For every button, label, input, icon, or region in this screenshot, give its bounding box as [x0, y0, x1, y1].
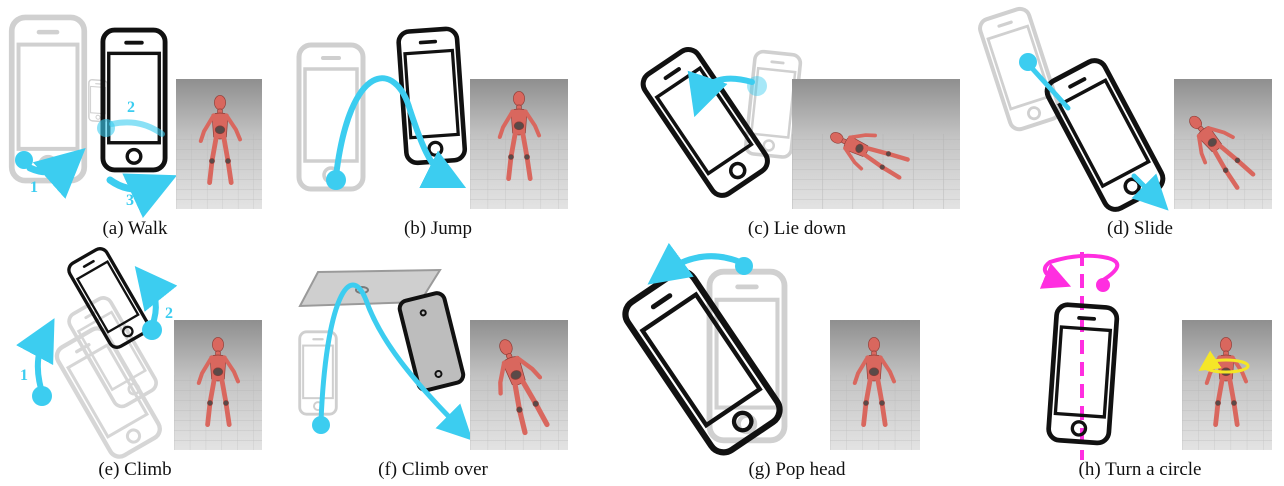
gesture-arrow-icon	[647, 242, 743, 285]
panel-walk: 1 2 3	[12, 17, 262, 218]
caption-lie-down: (c) Lie down	[747, 218, 847, 239]
touch-point	[312, 416, 330, 434]
caption-climb-over: (f) Climb over	[378, 459, 488, 480]
gesture-arrow-icon	[1027, 63, 1071, 111]
step-label-3: 3	[126, 192, 134, 209]
smartphone-icon	[620, 266, 786, 458]
step-label-1: 1	[20, 367, 28, 384]
caption-turn-a-circle: (h) Turn a circle	[1078, 459, 1202, 480]
gesture-arrow-icon	[16, 318, 55, 395]
smartphone-icon	[300, 332, 337, 414]
step-label-1: 1	[30, 179, 38, 196]
gesture-arrow-icon	[687, 70, 755, 118]
touch-point	[15, 151, 33, 169]
avatar-render-image	[792, 79, 960, 209]
avatar-render-image	[1174, 79, 1272, 209]
rotation-arrow-icon	[1039, 253, 1120, 289]
smartphone-icon	[398, 28, 466, 163]
avatar-render-image	[470, 320, 568, 450]
panel-pop-head	[620, 242, 920, 458]
caption-pop-head: (g) Pop head	[748, 459, 846, 480]
touch-point	[32, 386, 52, 406]
smartphone-icon	[978, 6, 1062, 131]
gesture-arrow-icon	[106, 173, 178, 218]
panel-jump	[299, 28, 568, 209]
step-label-2: 2	[165, 305, 173, 322]
panel-slide	[978, 6, 1272, 213]
caption-slide: (d) Slide	[1107, 218, 1173, 239]
smartphone-icon	[397, 291, 466, 393]
touch-point	[1096, 278, 1110, 292]
caption-climb: (e) Climb	[98, 459, 172, 480]
panel-lie-down	[638, 45, 960, 209]
gesture-arrow-icon	[109, 119, 165, 137]
gesture-arrow-icon	[1131, 173, 1169, 211]
panel-turn-circle	[1039, 252, 1272, 460]
gesture-arrow-icon	[333, 75, 467, 189]
gesture-arrow-icon	[134, 265, 178, 329]
smartphone-icon	[299, 45, 363, 189]
panel-climb-over	[300, 268, 568, 450]
panel-climb: 1 2	[16, 243, 262, 461]
touch-point	[142, 320, 162, 340]
touch-point	[326, 170, 346, 190]
caption-jump: (b) Jump	[403, 218, 473, 239]
gesture-arrow-icon	[318, 282, 473, 441]
gesture-arrow-icon	[26, 148, 86, 199]
caption-walk: (a) Walk	[102, 218, 168, 239]
step-label-2: 2	[127, 99, 135, 116]
